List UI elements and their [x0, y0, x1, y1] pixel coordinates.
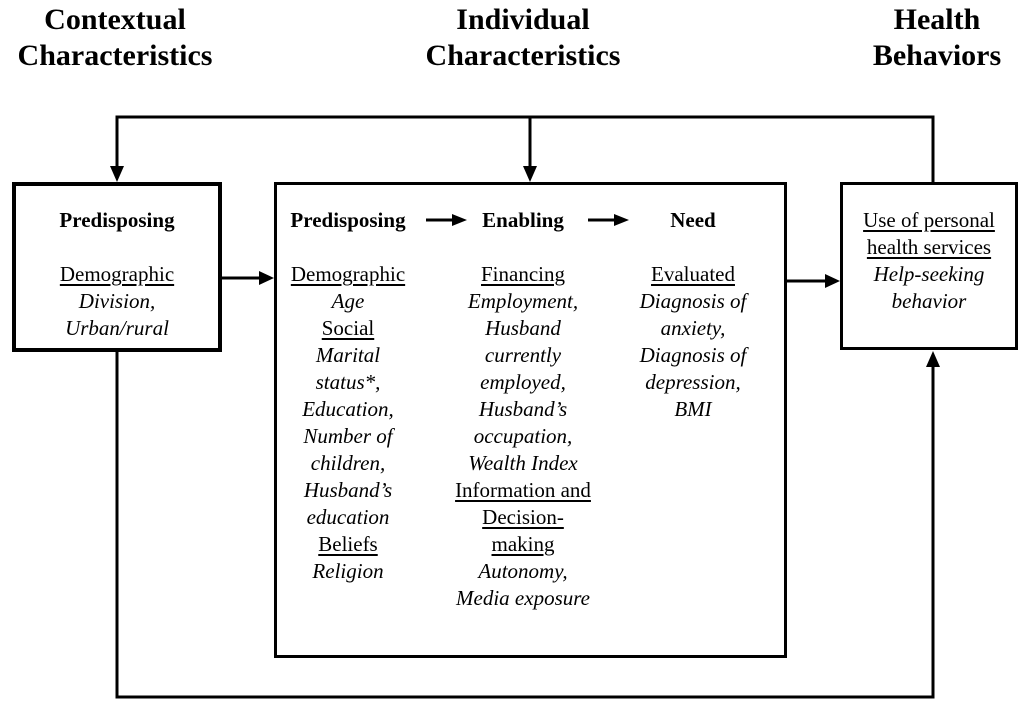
spacer	[16, 234, 218, 261]
arrowhead-up-into-health-box	[926, 351, 940, 367]
top-connector-line	[115, 115, 935, 182]
text-line: Media exposure	[456, 586, 590, 610]
text-line: Employment,	[467, 289, 579, 313]
arrowhead-into-health-box	[825, 274, 840, 288]
arrowhead-down-into-contextual-box	[110, 166, 124, 182]
text-line: depression,	[645, 370, 741, 394]
text-line: Diagnosis of	[639, 289, 747, 313]
text-line: making	[491, 532, 555, 556]
text-line: anxiety,	[660, 316, 726, 340]
text-line: employed,	[480, 370, 566, 394]
text-line: status*,	[315, 370, 381, 394]
text-line: Age	[331, 289, 365, 313]
spacer	[618, 234, 768, 261]
enabling-column-header: Enabling	[482, 208, 564, 232]
text-line: Husband’s	[303, 478, 393, 502]
text-line: Husband	[485, 316, 561, 340]
text-line: behavior	[891, 289, 967, 313]
text-line: children,	[310, 451, 386, 475]
text-line: Division,	[78, 289, 156, 313]
predisposing-column-header: Predisposing	[290, 208, 406, 232]
text-line: Help-seeking	[873, 262, 985, 286]
text-line: Husband’s	[478, 397, 568, 421]
text-line: Marital	[315, 343, 381, 367]
need-column-header: Need	[670, 208, 716, 232]
text-line: Evaluated	[651, 262, 735, 286]
text-line: health services	[866, 235, 992, 259]
text-line: Religion	[312, 559, 384, 583]
text-line: currently	[484, 343, 562, 367]
arrowhead-down-into-individual-box	[523, 166, 537, 182]
spacer	[277, 234, 419, 261]
text-line: Diagnosis of	[639, 343, 747, 367]
contextual-box-header: Predisposing	[59, 208, 175, 232]
text-line: Demographic	[290, 262, 406, 286]
text-line: Wealth Index	[468, 451, 578, 475]
text-line: Autonomy,	[478, 559, 568, 583]
text-line: occupation,	[473, 424, 573, 448]
title-individual-characteristics: Individual Characteristics	[425, 3, 621, 72]
text-line: Urban/rural	[65, 316, 169, 340]
title-contextual-characteristics: Contextual Characteristics	[17, 3, 213, 72]
text-line: Information and	[455, 478, 591, 502]
text-line: Education,	[302, 397, 394, 421]
text-line: Decision-	[482, 505, 564, 529]
text-line: Demographic	[59, 262, 175, 286]
text-line: BMI	[674, 397, 712, 421]
text-line: Social	[321, 316, 375, 340]
text-line: Number of	[303, 424, 393, 448]
text-line: education	[306, 505, 390, 529]
text-line: Beliefs	[318, 532, 378, 556]
title-health-behaviors: Health Behaviors	[872, 3, 1002, 72]
spacer	[448, 234, 598, 261]
text-line: Financing	[481, 262, 565, 286]
text-line: Use of personal	[863, 208, 995, 232]
arrowhead-into-individual-box	[259, 271, 274, 285]
